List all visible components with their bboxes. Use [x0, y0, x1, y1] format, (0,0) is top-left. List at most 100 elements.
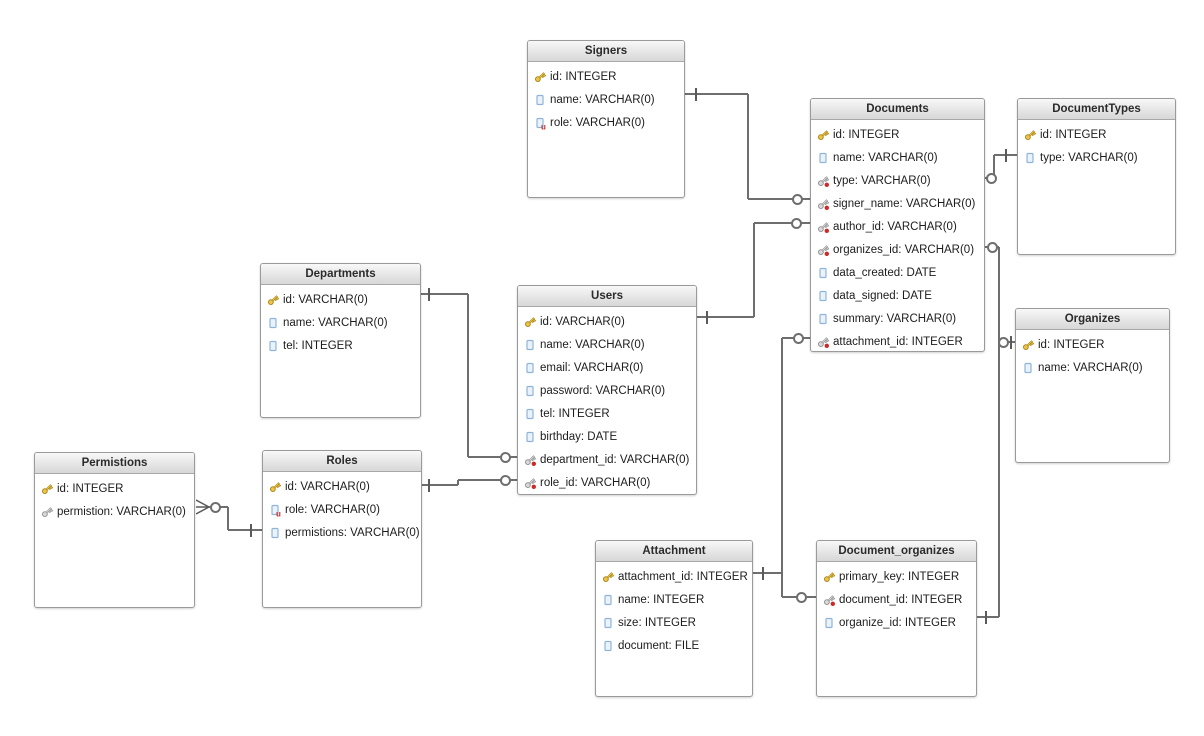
column-row[interactable]: password: VARCHAR(0) [518, 379, 696, 402]
column-row[interactable]: tel: INTEGER [518, 402, 696, 425]
table-title[interactable]: Organizes [1016, 309, 1169, 330]
table-title[interactable]: Document_organizes [817, 541, 976, 562]
column-row[interactable]: name: VARCHAR(0) [528, 88, 684, 111]
table-title[interactable]: Permistions [35, 453, 194, 474]
cardinality-one-icon [428, 478, 430, 492]
column-row[interactable]: name: VARCHAR(0) [811, 146, 984, 169]
column-row[interactable]: id: INTEGER [1016, 333, 1169, 356]
relationship-line-permistions-roles[interactable] [227, 507, 229, 530]
table-title[interactable]: DocumentTypes [1018, 99, 1175, 120]
column-row[interactable]: tel: INTEGER [261, 334, 420, 357]
column-row[interactable]: signer_name: VARCHAR(0) [811, 192, 984, 215]
relationship-line-users-documents[interactable] [754, 222, 810, 224]
relationship-line-roles-users[interactable] [421, 484, 458, 486]
column-icon [268, 526, 282, 540]
column-label: name: VARCHAR(0) [283, 316, 388, 329]
relationship-line-departments-users[interactable] [421, 293, 468, 295]
column-row[interactable]: document: FILE [596, 634, 752, 657]
column-row[interactable]: department_id: VARCHAR(0) [518, 448, 696, 471]
column-row[interactable]: id: INTEGER [528, 65, 684, 88]
column-row[interactable]: type: VARCHAR(0) [1018, 146, 1175, 169]
column-row[interactable]: summary: VARCHAR(0) [811, 307, 984, 330]
entity-table-departments[interactable]: Departments id: VARCHAR(0) name: VARCHAR(0… [260, 263, 421, 418]
column-row[interactable]: email: VARCHAR(0) [518, 356, 696, 379]
cardinality-one-icon [762, 566, 764, 580]
column-row[interactable]: primary_key: INTEGER [817, 565, 976, 588]
column-row[interactable]: name: VARCHAR(0) [261, 311, 420, 334]
relationship-line-users-documents[interactable] [697, 316, 754, 318]
table-title[interactable]: Signers [528, 41, 684, 62]
table-title[interactable]: Documents [811, 99, 984, 120]
column-row[interactable]: name: VARCHAR(0) [518, 333, 696, 356]
relationship-line-documents-documenttypes[interactable] [993, 155, 995, 178]
relationship-line-documents-organizes-and-document-organizes[interactable] [977, 616, 999, 618]
relationship-line-signers-documents[interactable] [685, 93, 748, 95]
column-label: id: VARCHAR(0) [540, 315, 625, 328]
column-label: permistions: VARCHAR(0) [285, 526, 420, 539]
relationship-line-departments-users[interactable] [467, 294, 469, 457]
entity-table-permistions[interactable]: Permistions id: INTEGER permistion: VARCHA… [34, 452, 195, 608]
column-row[interactable]: name: INTEGER [596, 588, 752, 611]
entity-table-document_organizes[interactable]: Document_organizes primary_key: INTEGER do… [816, 540, 977, 697]
column-label: permistion: VARCHAR(0) [57, 505, 186, 518]
column-row[interactable]: organize_id: INTEGER [817, 611, 976, 634]
table-title[interactable]: Departments [261, 264, 420, 285]
column-label: primary_key: INTEGER [839, 570, 960, 583]
relationship-line-roles-users[interactable] [457, 480, 459, 485]
column-label: email: VARCHAR(0) [540, 361, 644, 374]
column-icon [601, 593, 615, 607]
column-icon [266, 339, 280, 353]
table-title[interactable]: Users [518, 286, 696, 307]
column-row[interactable]: id: VARCHAR(0) [518, 310, 696, 333]
relationship-line-roles-users[interactable] [458, 479, 517, 481]
column-row[interactable]: id: VARCHAR(0) [261, 288, 420, 311]
column-row[interactable]: role_id: VARCHAR(0) [518, 471, 696, 494]
primary-key-icon [533, 70, 547, 84]
column-row[interactable]: permistions: VARCHAR(0) [263, 521, 421, 544]
cardinality-zero-icon [499, 451, 511, 463]
unique-column-icon: u [268, 503, 282, 518]
column-label: signer_name: VARCHAR(0) [833, 197, 976, 210]
relationship-line-documents-attachment-and-document-organizes[interactable] [753, 572, 782, 574]
column-row[interactable]: birthday: DATE [518, 425, 696, 448]
relationship-line-users-documents[interactable] [753, 223, 755, 317]
column-row[interactable]: id: INTEGER [1018, 123, 1175, 146]
column-row[interactable]: id: VARCHAR(0) [263, 475, 421, 498]
column-icon [601, 616, 615, 630]
relationship-line-departments-users[interactable] [468, 456, 517, 458]
column-row[interactable]: permistion: VARCHAR(0) [35, 500, 194, 523]
column-row[interactable]: data_created: DATE [811, 261, 984, 284]
column-row[interactable]: id: INTEGER [811, 123, 984, 146]
table-title[interactable]: Attachment [596, 541, 752, 562]
cardinality-zero-icon [209, 501, 221, 513]
relationship-line-documents-attachment-and-document-organizes[interactable] [781, 338, 783, 597]
column-row[interactable]: type: VARCHAR(0) [811, 169, 984, 192]
column-icon [816, 151, 830, 165]
column-row[interactable]: data_signed: DATE [811, 284, 984, 307]
column-row[interactable]: id: INTEGER [35, 477, 194, 500]
column-row[interactable]: size: INTEGER [596, 611, 752, 634]
relationship-line-documents-organizes-and-document-organizes[interactable] [998, 247, 1000, 617]
relationship-line-permistions-roles[interactable] [228, 529, 262, 531]
entity-table-users[interactable]: Users id: VARCHAR(0) name: VARCHAR(0) email… [517, 285, 697, 495]
primary-key-icon [268, 480, 282, 494]
column-label: tel: INTEGER [540, 407, 610, 420]
relationship-line-signers-documents[interactable] [748, 198, 810, 200]
relationship-line-signers-documents[interactable] [747, 94, 749, 199]
cardinality-one-icon [985, 610, 987, 624]
column-row[interactable]: document_id: INTEGER [817, 588, 976, 611]
column-row[interactable]: attachment_id: INTEGER [811, 330, 984, 353]
column-row[interactable]: attachment_id: INTEGER [596, 565, 752, 588]
column-row[interactable]: name: VARCHAR(0) [1016, 356, 1169, 379]
column-row[interactable]: author_id: VARCHAR(0) [811, 215, 984, 238]
table-title[interactable]: Roles [263, 451, 421, 472]
column-row[interactable]: organizes_id: VARCHAR(0) [811, 238, 984, 261]
